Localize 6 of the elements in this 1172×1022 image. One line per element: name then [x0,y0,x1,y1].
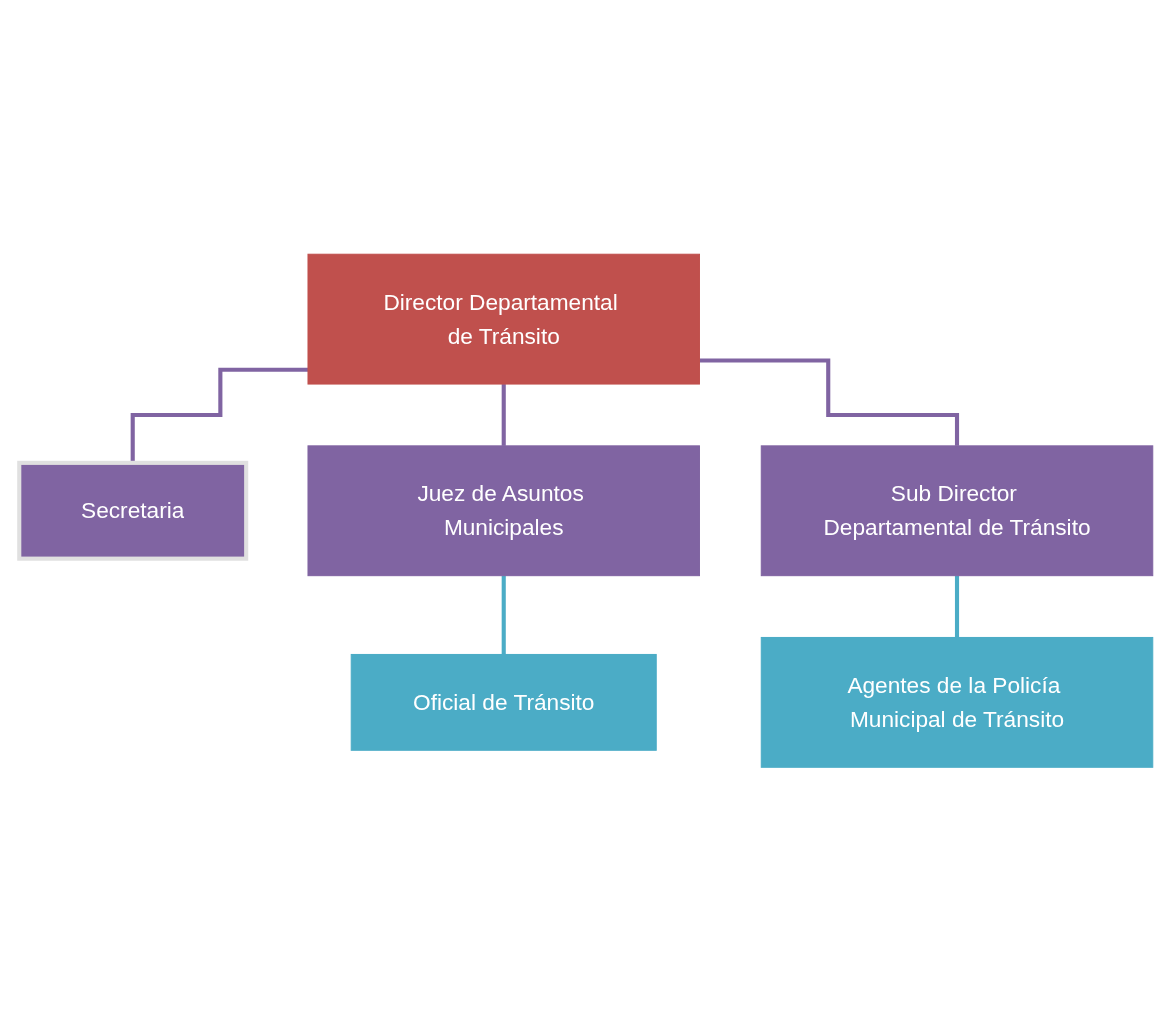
node-box: Oficial de Tránsito [350,654,657,752]
node-box: Director Departamental de Tránsito [307,253,700,385]
node-box: Juez de Asuntos Municipales [307,445,700,577]
node-box: Secretaria [17,461,249,561]
node-box: Sub Director Departamental de Tránsito [760,445,1154,577]
node-box: Agentes de la Policía Municipal de Tránsito [760,637,1154,769]
